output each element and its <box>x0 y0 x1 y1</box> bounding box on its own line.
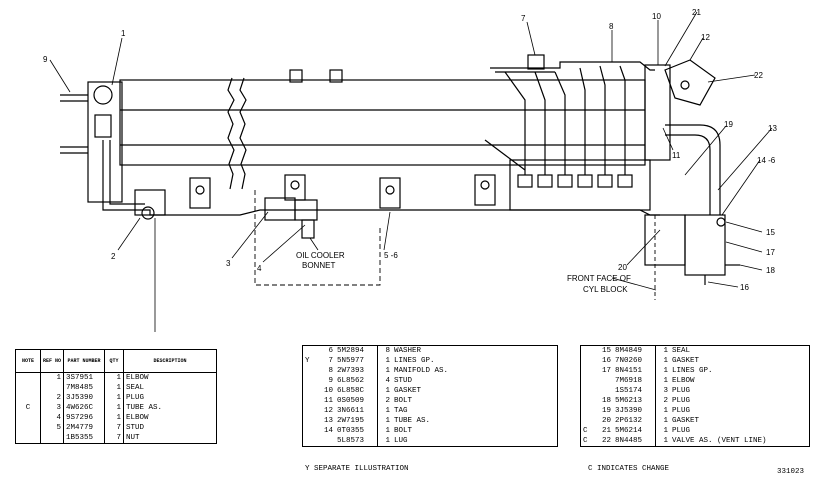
callout-labels: 1 2 3 4 5 -6 7 8 9 10 11 12 13 14 -6 15 … <box>43 8 777 294</box>
callout-c22: 22 <box>754 71 763 80</box>
tag-clamp <box>527 54 545 70</box>
right-bonnet <box>644 64 671 161</box>
oil-cooler-label-2: BONNET <box>302 261 335 270</box>
callout-c7: 7 <box>521 14 526 23</box>
header-qty: QTY <box>104 349 125 373</box>
callout-c16: 16 <box>740 283 749 292</box>
footnote-separate-illustration: Y SEPARATE ILLUSTRATION <box>305 465 409 473</box>
callout-c1: 1 <box>121 29 126 38</box>
callout-c18: 18 <box>766 266 775 275</box>
manifold <box>509 159 651 211</box>
lines-header <box>490 61 655 71</box>
figure-number: 331023 <box>777 468 805 476</box>
callout-c13: 13 <box>768 124 777 133</box>
callout-c11: 11 <box>672 151 681 160</box>
callout-c2: 2 <box>111 252 116 261</box>
tube-fitting <box>264 197 296 221</box>
callout-c10: 10 <box>652 12 661 21</box>
parts-table-header: NOTE REF NO PART NUMBER QTY DESCRIPTION <box>15 349 217 373</box>
front-housing <box>684 214 726 276</box>
front-face-label-2: CYL BLOCK <box>583 285 628 294</box>
callout-c3: 3 <box>226 259 231 268</box>
header-part: PART NUMBER <box>63 349 106 373</box>
footnote-indicates-change: C INDICATES CHANGE <box>588 465 670 473</box>
callout-c9: 9 <box>43 55 48 64</box>
callout-c17: 17 <box>766 248 775 257</box>
header-note: NOTE <box>15 349 41 373</box>
callout-c12: 12 <box>701 33 710 42</box>
vent-valve <box>664 59 716 106</box>
header-desc: DESCRIPTION <box>123 349 217 373</box>
callout-c21: 21 <box>692 8 701 17</box>
break-line-right <box>239 77 247 190</box>
left-bonnet <box>87 81 123 203</box>
callout-c8: 8 <box>609 22 614 31</box>
elbow-fitting <box>93 85 113 105</box>
callout-c20: 20 <box>618 263 627 272</box>
oil-cooler-lines-diagram: 1 2 3 4 5 -6 7 8 9 10 11 12 13 14 -6 15 … <box>43 8 777 332</box>
callout-c15: 15 <box>766 228 775 237</box>
lower-flanges <box>134 174 496 220</box>
lower-tube <box>102 140 660 216</box>
leader-lines <box>49 11 773 332</box>
callout-c14: 14 -6 <box>757 156 776 165</box>
cooler-body <box>119 79 646 166</box>
callout-c19: 19 <box>724 120 733 129</box>
manifold-nuts <box>517 174 633 188</box>
front-face-label-1: FRONT FACE OF <box>567 274 631 283</box>
callout-c5: 5 -6 <box>384 251 398 260</box>
header-ref: REF NO <box>40 349 65 373</box>
oil-cooler-label-1: OIL COOLER <box>296 251 345 260</box>
parts-table-1: NOTE REF NO PART NUMBER QTY DESCRIPTION … <box>15 349 217 444</box>
right-tube <box>665 124 721 215</box>
callout-c4: 4 <box>257 264 262 273</box>
break-line-left <box>227 77 235 190</box>
elbow-4 <box>301 219 315 239</box>
